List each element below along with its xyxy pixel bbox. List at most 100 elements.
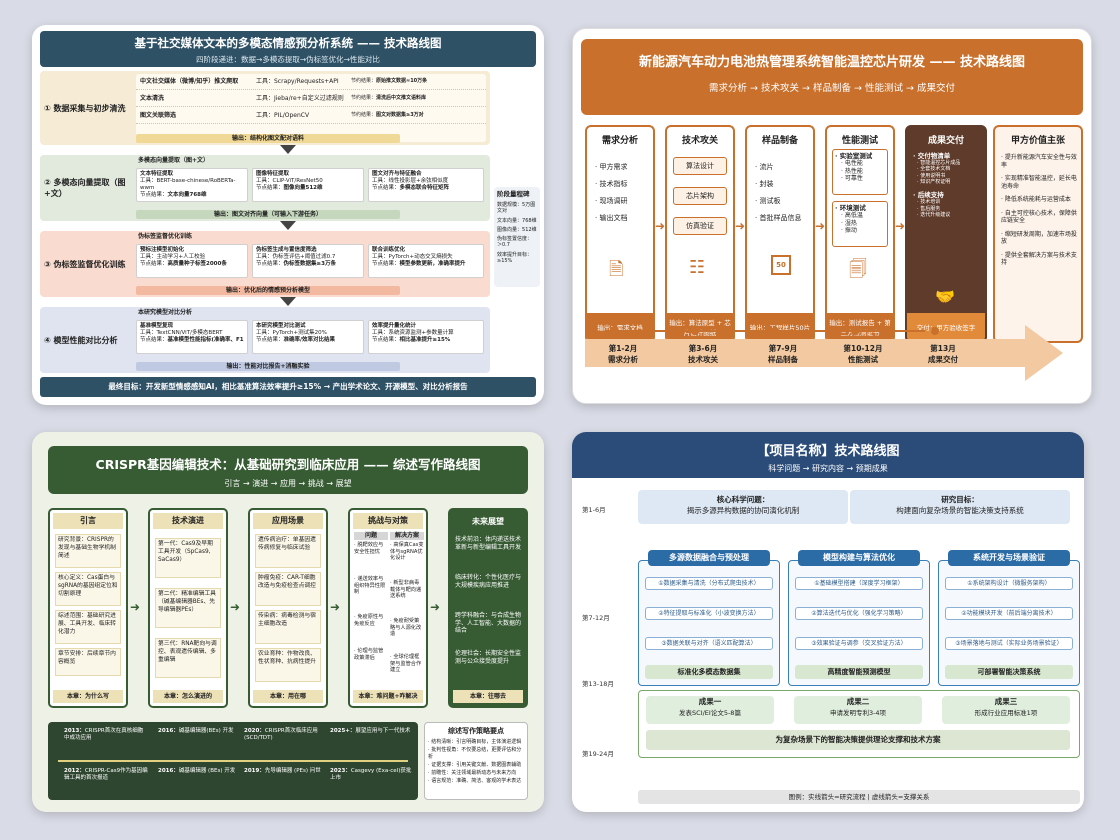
right-arrow-icon: ➜ xyxy=(430,600,441,614)
stage-column-requirements: 需求分析 · 甲方需求 · 技术指标 · 现场调研 · 输出文档 🗎 输出：需求… xyxy=(585,125,655,343)
down-arrow-icon xyxy=(280,297,296,306)
phase1-row-filter: 图文关联筛选 工具：PIL/OpenCV 节约结果：图文对数据集≥3万对 xyxy=(136,108,486,124)
timeline-point: 第7-9月样品制备 xyxy=(768,344,798,364)
timeline-point: 第3-6月技术攻关 xyxy=(688,344,718,364)
phase1-row-clean: 文本清洗 工具：Jieba/re+自定义过滤规则 节约结果：清洗后中文推文语料库 xyxy=(136,91,486,107)
phase-output: 输出：结构化图文配对语料 xyxy=(136,134,400,143)
roadmap-panel-battery-chip: 新能源汽车动力电池热管理系统智能温控芯片研发 —— 技术路线图 需求分析 → 技… xyxy=(572,28,1092,404)
phase-heading: 伪标签监督优化训练 xyxy=(138,233,193,240)
document-icon: 🗎 xyxy=(609,259,624,280)
panel-header: 新能源汽车动力电池热管理系统智能温控芯片研发 —— 技术路线图 需求分析 → 技… xyxy=(581,39,1083,115)
phase-label: ④ 模型性能对比分析 xyxy=(44,335,118,345)
right-arrow-icon: ➜ xyxy=(130,600,141,614)
report-icon: 🗐 xyxy=(849,259,867,280)
panel-subtitle: 科学问题 → 研究内容 → 预期成果 xyxy=(768,464,888,473)
research-block-model: ①基础模型搭建（深度学习框架） ②算法迭代与优化（强化学习策略） ③效果验证与调… xyxy=(788,560,930,686)
panel-subtitle: 引言 → 演进 → 应用 → 挑战 → 展望 xyxy=(224,479,352,488)
column-title: 成果交付 xyxy=(927,136,964,146)
panel-subtitle: 四阶段递进：数据→多模态提取→伪标签优化→性能对比 xyxy=(196,55,380,64)
phase-output: 输出：图文对齐向量（可输入下游任务） xyxy=(136,210,400,219)
right-arrow-icon: ➜ xyxy=(735,219,746,233)
phase-label: ③ 伪标签监督优化训练 xyxy=(44,259,126,269)
client-value-column: 甲方价值主张 · 提升新能源汽车安全性与效率 · 实现精准智能温控，延长电池寿命… xyxy=(993,125,1083,343)
phase-heading: 本研究模型对比分析 xyxy=(138,309,193,316)
phase-heading: 多模态向量提取（图+文） xyxy=(138,157,210,164)
stage-column-testing: 性能测试 · 实验室测试 · 电性能 · 热性能 · 可靠性 · 环境测试 · … xyxy=(825,125,895,343)
section-column-applications: 应用场景 遗传病治疗：单基因遗传病修复与临床试验 肿瘤免疫：CAR-T细胞改造与… xyxy=(248,508,328,708)
column-output: 输出：需求文档 xyxy=(587,313,653,341)
milestone-title: 阶段量程碑 xyxy=(497,190,530,198)
stage-label: 第13-18月 xyxy=(582,680,614,688)
panel-title: 【项目名称】技术路线图 xyxy=(756,444,900,459)
block-title: 多源数据融合与预处理 xyxy=(648,550,770,566)
science-question-box: 核心科学问题：揭示多源异构数据的协同演化机制 xyxy=(638,490,848,524)
down-arrow-icon xyxy=(280,221,296,230)
column-title: 需求分析 xyxy=(601,136,638,146)
research-goal-box: 研究目标：构建面向复杂场景的智能决策支持系统 xyxy=(850,490,1070,524)
section-column-intro: 引言 研究背景：CRISPR的发现与基础生物学机制简述 核心定义：Cas蛋白与s… xyxy=(48,508,128,708)
phase3-box-init: 预标注模型初始化工具：主动学习+人工校验节点结果：高质量种子标签2000条 xyxy=(136,244,248,278)
phase3-box-joint: 联合训练优化工具：PyTorch+动态交叉熵损失节点结果：模型参数更新，准确率提… xyxy=(368,244,484,278)
phase-4: ④ 模型性能对比分析 本研究模型对比分析 基准模型复现工具：TextCNN/Vi… xyxy=(40,307,490,373)
network-icon: ☷ xyxy=(689,257,706,278)
right-arrow-icon: ➜ xyxy=(895,219,906,233)
result-box: 成果三形成行业应用标准1项 xyxy=(942,696,1070,724)
right-arrow-icon: ➜ xyxy=(330,600,341,614)
column-title: 样品制备 xyxy=(761,136,798,146)
panel-header: 基于社交媒体文本的多模态情感预分析系统 —— 技术路线图 四阶段递进：数据→多模… xyxy=(40,31,536,67)
timeline-arrow xyxy=(585,325,1063,381)
phase-label: ① 数据采集与初步清洗 xyxy=(44,103,126,113)
column-title: 技术攻关 xyxy=(681,136,718,146)
panel-title: CRISPR基因编辑技术：从基础研究到临床应用 —— 综述写作路线图 xyxy=(95,457,481,472)
tech-box: 芯片架构 xyxy=(673,187,727,205)
right-arrow-icon: ➜ xyxy=(655,219,666,233)
stage-column-samples: 样品制备 · 流片 · 封装 · 测试板 · 首批样品信息 50 输出：工程样片… xyxy=(745,125,815,343)
timeline-point: 第1-2月需求分析 xyxy=(608,344,638,364)
section-column-challenges: 挑战与对策 问题 解决方案 · 脱靶效应与安全性担忧 · 递送效率与组织特异性限… xyxy=(348,508,428,708)
result-box: 成果二申请发明专利3-4项 xyxy=(794,696,922,724)
block-title: 系统开发与场景验证 xyxy=(948,550,1070,566)
roadmap-panel-project: 【项目名称】技术路线图 科学问题 → 研究内容 → 预期成果 第1-6月 第7-… xyxy=(572,432,1084,812)
result-box: 成果一发表SCI/EI论文5-8篇 xyxy=(646,696,774,724)
section-column-outlook: 未来展望 技术前沿：体内递送技术革新与新型编辑工具开发 临床转化：个性化医疗与大… xyxy=(448,508,528,708)
legend: 图例：实线箭头=研究流程 | 虚线箭头=支撑关系 xyxy=(638,790,1080,804)
column-output: 输出：算法原型 + 芯片设计图纸 xyxy=(667,313,733,341)
roadmap-panel-crispr: CRISPR基因编辑技术：从基础研究到临床应用 —— 综述写作路线图 引言 → … xyxy=(32,432,544,812)
section-column-evolution: 技术演进 第一代：Cas9及早期工具开发（SpCas9, SaCas9） 第二代… xyxy=(148,508,228,708)
phase4-box-compare: 本研究模型对比测试工具：PyTorch+测试集20%节点结果：准确率/效率对比结… xyxy=(252,320,364,354)
phase-3: ③ 伪标签监督优化训练 伪标签监督优化训练 预标注模型初始化工具：主动学习+人工… xyxy=(40,231,490,297)
tech-box: 仿真验证 xyxy=(673,217,727,235)
milestone-panel: 阶段量程碑 数据规模：5万图文对 文本向量：768维 图像向量：512维 伪标签… xyxy=(494,187,540,287)
handshake-icon: 🤝 xyxy=(935,287,955,306)
column-title: 甲方价值主张 xyxy=(1010,136,1065,146)
phase4-box-efficiency: 效率提升量化统计工具：系统资源监测+参数量计算节点结果：相比基准提升≥15% xyxy=(368,320,484,354)
panel-header: CRISPR基因编辑技术：从基础研究到临床应用 —— 综述写作路线图 引言 → … xyxy=(48,446,528,494)
phase1-row-crawl: 中文社交媒体（微博/知乎）推文爬取 工具：Scrapy/Requests+API… xyxy=(136,74,486,90)
stage-label: 第1-6月 xyxy=(582,506,606,514)
phase-2: ② 多模态向量提取（图+文） 多模态向量提取（图+文） 文本特征提取工具：BER… xyxy=(40,155,490,221)
panel-subtitle: 需求分析 → 技术攻关 → 样品制备 → 性能测试 → 成果交付 xyxy=(709,83,955,94)
column-output: 交付：甲方验收签字 xyxy=(907,313,985,341)
results-container xyxy=(638,690,1080,758)
column-title: 性能测试 xyxy=(841,136,878,146)
right-arrow-icon: ➜ xyxy=(230,600,241,614)
research-block-data: ①数据采集与清洗（分布式爬虫技术） ②特征提取与标准化（小波变换方法） ③数据关… xyxy=(638,560,780,686)
roadmap-panel-social-media: 基于社交媒体文本的多模态情感预分析系统 —— 技术路线图 四阶段递进：数据→多模… xyxy=(32,25,544,405)
down-arrow-icon xyxy=(280,145,296,154)
panel-header: 【项目名称】技术路线图 科学问题 → 研究内容 → 预期成果 xyxy=(572,432,1084,478)
milestone-timeline: 2013：CRISPR首次在真核细胞中成功应用 2016：碱基编辑器(BEs) … xyxy=(48,722,418,800)
panel-title: 基于社交媒体文本的多模态情感预分析系统 —— 技术路线图 xyxy=(134,36,442,50)
research-block-system: ①系统架构设计（微服务架构） ②功能模块开发（前后端分离技术） ③场景落地与测试… xyxy=(938,560,1080,686)
right-arrow-icon: ➜ xyxy=(815,219,826,233)
stage-label: 第19-24月 xyxy=(582,750,614,758)
phase-output: 输出：性能对比报告+消融实验 xyxy=(136,362,400,371)
phase-output: 输出：优化后的情感预分析模型 xyxy=(136,286,400,295)
final-goal-bar: 为复杂场景下的智能决策提供理论支撑和技术方案 xyxy=(646,730,1070,750)
column-output: 输出：工程样片50片 xyxy=(747,313,813,341)
phase-label: ② 多模态向量提取（图+文） xyxy=(44,178,126,198)
block-title: 模型构建与算法优化 xyxy=(798,550,920,566)
chip-icon: 50 xyxy=(771,255,791,275)
